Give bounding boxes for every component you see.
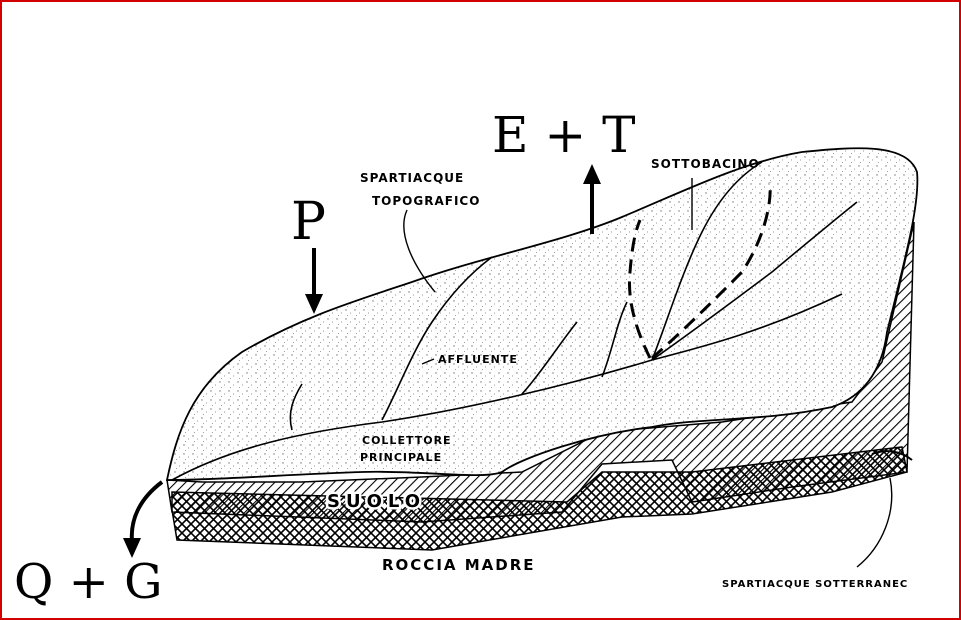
- p-arrow: [305, 248, 323, 314]
- p-label: P: [291, 192, 326, 252]
- spartiacque-topo-label-line2: TOPOGRAFICO: [372, 194, 480, 208]
- affluente-label: AFFLUENTE: [438, 353, 518, 366]
- collettore-label-line1: COLLETTORE: [362, 434, 452, 447]
- qg-arrow: [123, 482, 162, 558]
- spartiacque-sotterraneo-label: SPARTIACQUE SOTTERRANEC: [722, 579, 908, 590]
- et-label: E + T: [492, 106, 636, 164]
- sottobacino-label: SOTTOBACINO: [651, 157, 760, 171]
- spartiacque-topo-label-line1: SPARTIACQUE: [360, 171, 464, 185]
- roccia-madre-label: ROCCIA MADRE: [382, 556, 536, 574]
- collettore-label-line2: PRINCIPALE: [360, 451, 442, 464]
- qg-label: Q + G: [14, 554, 162, 610]
- spartiacque-sott-leader: [857, 478, 892, 567]
- suolo-label: SUOLO: [327, 491, 426, 512]
- et-arrow: [583, 164, 601, 234]
